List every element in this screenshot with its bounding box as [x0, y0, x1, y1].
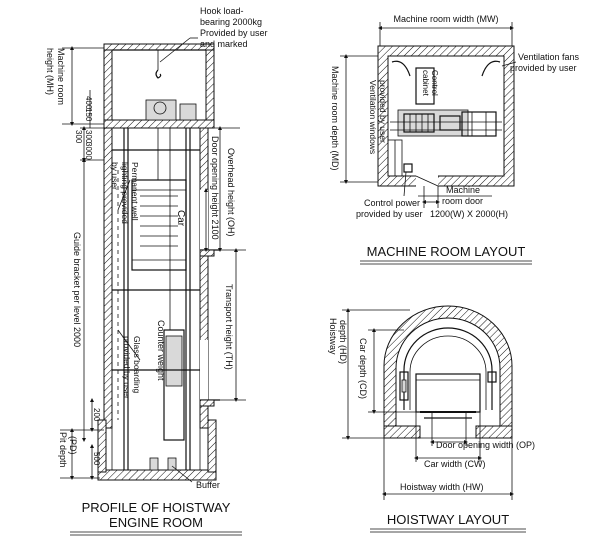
svg-text:height (MH): height (MH) — [45, 48, 55, 95]
machine-room-depth-label: Machine room depth (MD) — [330, 66, 340, 171]
dim-400: 400 — [84, 96, 93, 110]
door-size-label: 1200(W) X 2000(H) — [430, 209, 508, 219]
car-depth-label: Car depth (CD) — [358, 338, 368, 399]
dim-200: 200 — [92, 408, 101, 422]
control-power-label: Control power provided by user — [356, 198, 423, 219]
machine-room-door-label: Machine room door — [442, 185, 483, 206]
dim-3000: 3000 — [84, 142, 93, 160]
svg-text:Glass boarding: Glass boarding — [132, 336, 142, 393]
pit-depth-label: Pit depth (PD) — [58, 432, 78, 468]
svg-text:Machine room: Machine room — [56, 48, 66, 105]
svg-text:by user: by user — [110, 162, 120, 190]
svg-text:cabinet: cabinet — [421, 70, 430, 97]
hook-callout: Hook load- bearing 2000kg Provided by us… — [200, 6, 270, 49]
profile-title-line1: PROFILE OF HOISTWAY — [82, 500, 231, 515]
counter-weight-label: Counter weight — [156, 320, 166, 381]
svg-text:Control: Control — [430, 70, 439, 96]
svg-text:depth (HD): depth (HD) — [338, 320, 348, 364]
transport-height-label: Transport height (TH) — [224, 284, 234, 370]
hoistway-title: HOISTWAY LAYOUT — [387, 512, 509, 527]
svg-text:Permanent well: Permanent well — [130, 162, 140, 221]
permanent-light-label: Permanent well lighting provided by user — [110, 162, 140, 224]
svg-text:Ventilation windows: Ventilation windows — [368, 80, 378, 154]
buffer-label: Buffer — [196, 480, 220, 490]
profile-title-line2: ENGINE ROOM — [109, 515, 203, 530]
dim-500: 500 — [92, 452, 101, 466]
hoistway-layout — [342, 305, 514, 500]
dim-150: 150 — [84, 108, 93, 122]
machine-room-width-label: Machine room width (MW) — [393, 14, 498, 24]
glass-boarding-label: Glass boarding provided by user — [122, 336, 142, 399]
hoistway-depth-label: Hoistway depth (HD) — [328, 318, 348, 364]
hoistway-profile — [60, 37, 246, 483]
overhead-height-label: Overhead height (OH) — [226, 148, 236, 237]
machine-room-layout — [340, 22, 517, 208]
svg-text:Hoistway: Hoistway — [328, 318, 338, 355]
car-label: Car — [175, 210, 186, 227]
vent-fans-label: Ventilation fans provided by user — [510, 52, 582, 73]
svg-text:(PD): (PD) — [68, 436, 78, 455]
svg-text:provided by user: provided by user — [122, 336, 132, 399]
machine-room-height-label: Machine room height (MH) — [45, 48, 66, 105]
dim-300-top: 300 — [74, 130, 83, 144]
svg-text:lighting provided: lighting provided — [120, 162, 130, 224]
door-opening-height-label: Door opening height 2100 — [210, 136, 220, 240]
car-width-label: Car width (CW) — [424, 459, 486, 469]
svg-text:Pit depth: Pit depth — [58, 432, 68, 468]
vent-windows-label: Ventilation windows provided by user — [368, 80, 388, 154]
dim-300-mid: 300 — [84, 130, 93, 144]
hoistway-width-label: Hoistway width (HW) — [400, 482, 484, 492]
svg-text:provided by user: provided by user — [378, 80, 388, 143]
guide-bracket-label: Guide bracket per level 2000 — [72, 232, 82, 347]
door-opening-width-label: Door opening width (OP) — [436, 440, 535, 450]
machine-room-title: MACHINE ROOM LAYOUT — [367, 244, 526, 259]
control-cabinet-label: Control cabinet — [421, 70, 439, 97]
